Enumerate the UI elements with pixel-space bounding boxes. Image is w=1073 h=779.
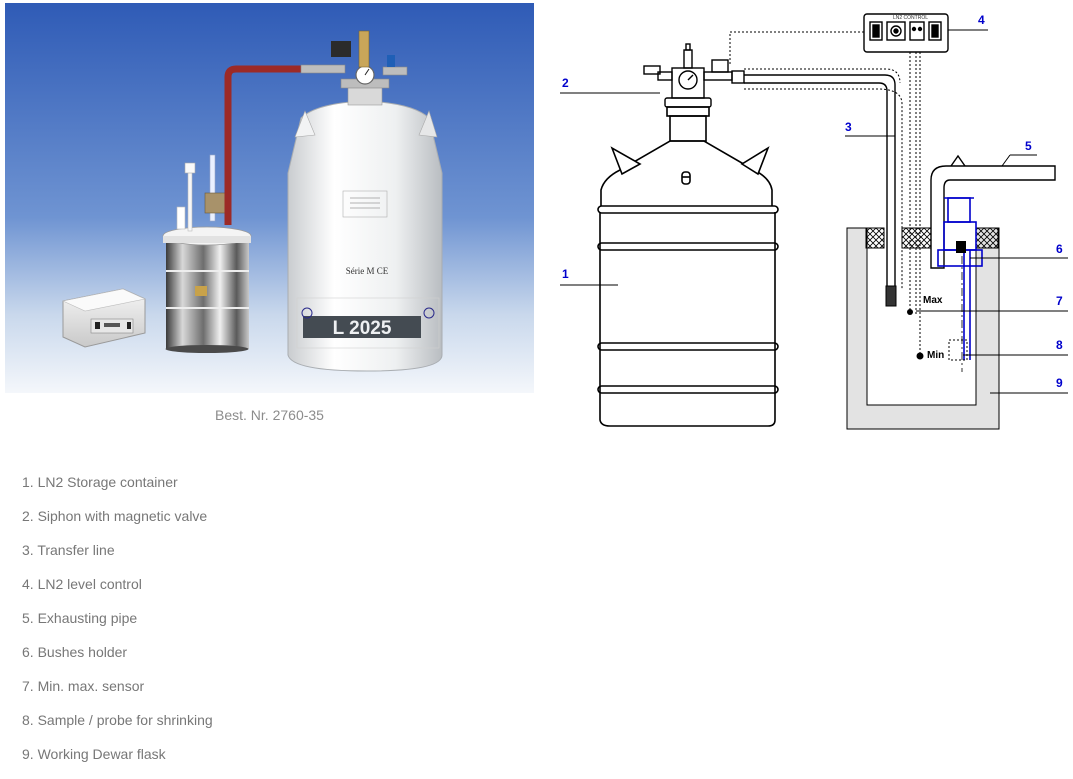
legend-item: 3. Transfer line [22, 542, 115, 558]
working-dewar [162, 154, 252, 353]
legend-item: 5. Exhausting pipe [22, 610, 138, 626]
legend-item: 6. Bushes holder [22, 644, 128, 660]
storage-container: Série M CE L 2025 [287, 30, 443, 372]
legend-item: 9. Working Dewar flask [22, 746, 166, 762]
legend-item: 8. Sample / probe for shrinking [22, 712, 213, 728]
diagram-bushes-holder [937, 197, 983, 360]
legend-item: 7. Min. max. sensor [22, 678, 145, 694]
callout-8: 8 [1056, 338, 1063, 352]
callout-6: 6 [1056, 242, 1063, 256]
diagram-level-control: LN2 CONTROL [863, 13, 949, 53]
diagram-min-label: Min [927, 350, 944, 361]
photo-caption: Best. Nr. 2760-35 [215, 407, 324, 423]
legend-item: 1. LN2 Storage container [22, 474, 178, 490]
diagram-max-label: Max [923, 295, 943, 306]
callout-2: 2 [562, 76, 569, 90]
callout-leaders [560, 29, 1068, 394]
diagram-siphon [643, 43, 745, 108]
callout-7: 7 [1056, 294, 1063, 308]
parts-legend: 1. LN2 Storage container 2. Siphon with … [22, 473, 213, 779]
callout-4: 4 [978, 13, 985, 27]
schematic-diagram: LN2 CONTROL Max Min [560, 13, 1068, 430]
diagram-control-cables [729, 31, 921, 356]
callout-3: 3 [845, 120, 852, 134]
transfer-line [224, 65, 301, 225]
diagram-working-flask [846, 227, 1000, 430]
diagram-max-sensor [907, 309, 913, 315]
diagram-storage-container [597, 106, 779, 427]
callout-9: 9 [1056, 376, 1063, 390]
diagram-transfer-line [744, 68, 903, 307]
product-photo: Série M CE L 2025 [5, 3, 534, 393]
diagram-min-sensor [916, 352, 924, 360]
container-model-label: L 2025 [333, 318, 392, 339]
callout-1: 1 [562, 267, 569, 281]
svg-text:LN2 CONTROL: LN2 CONTROL [893, 15, 928, 21]
diagram-sample [948, 339, 968, 361]
level-control-box [62, 288, 146, 348]
diagram-exhaust-pipe [930, 154, 1056, 269]
legend-item: 2. Siphon with magnetic valve [22, 508, 208, 524]
legend-item: 4. LN2 level control [22, 576, 142, 592]
container-series-label: Série M CE [346, 266, 389, 276]
callout-5: 5 [1025, 139, 1032, 153]
